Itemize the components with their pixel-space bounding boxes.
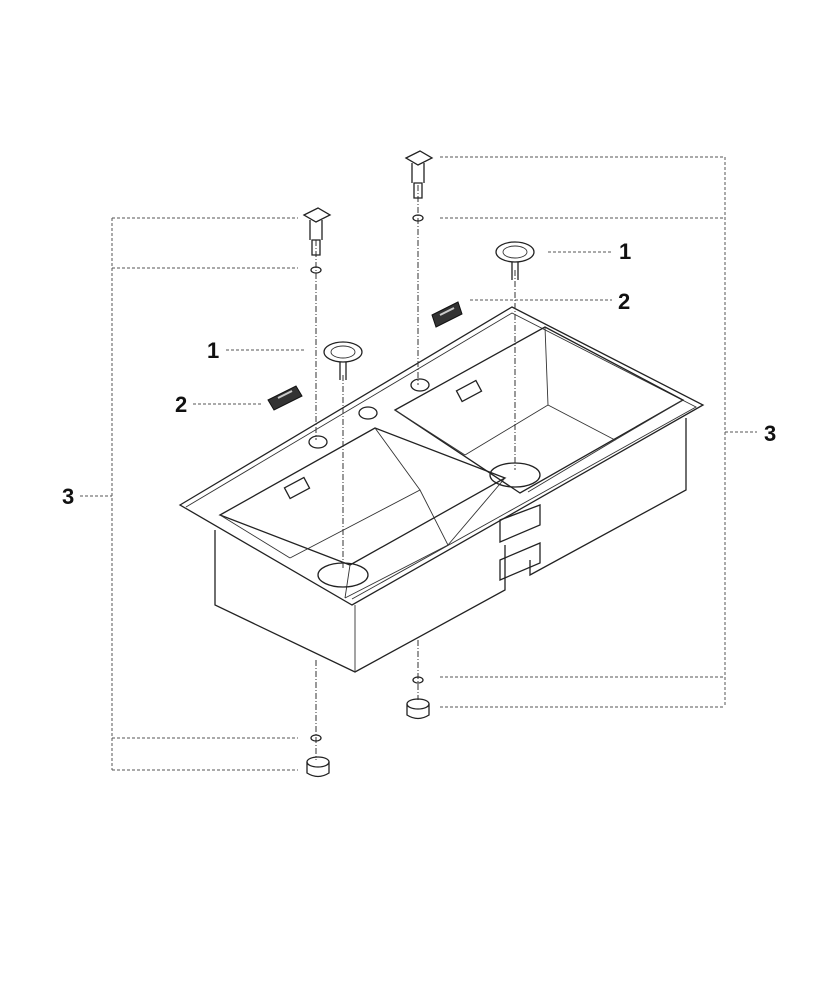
drain-axes xyxy=(315,185,516,760)
drain-nut-right-icon xyxy=(406,698,430,720)
strainer-left-icon xyxy=(323,341,363,380)
overflow-cover-left-icon xyxy=(267,385,303,411)
callout-strainer-left: 1 xyxy=(207,338,220,363)
callout-cover-right: 2 xyxy=(618,289,631,314)
pop-up-button-left-icon xyxy=(302,207,332,256)
drain-nut-left-icon xyxy=(306,756,330,778)
pop-up-button-right-icon xyxy=(404,150,434,199)
callout-strainer-right: 1 xyxy=(619,239,632,264)
callout-drain-set-left: 3 xyxy=(62,484,75,509)
overflow-cover-right-icon xyxy=(431,301,463,328)
strainer-right-icon xyxy=(495,241,535,280)
leader-lines xyxy=(80,156,757,771)
sink-body xyxy=(178,306,705,673)
washers xyxy=(310,214,424,742)
callout-drain-set-right: 3 xyxy=(764,421,777,446)
callout-cover-left: 2 xyxy=(175,392,188,417)
